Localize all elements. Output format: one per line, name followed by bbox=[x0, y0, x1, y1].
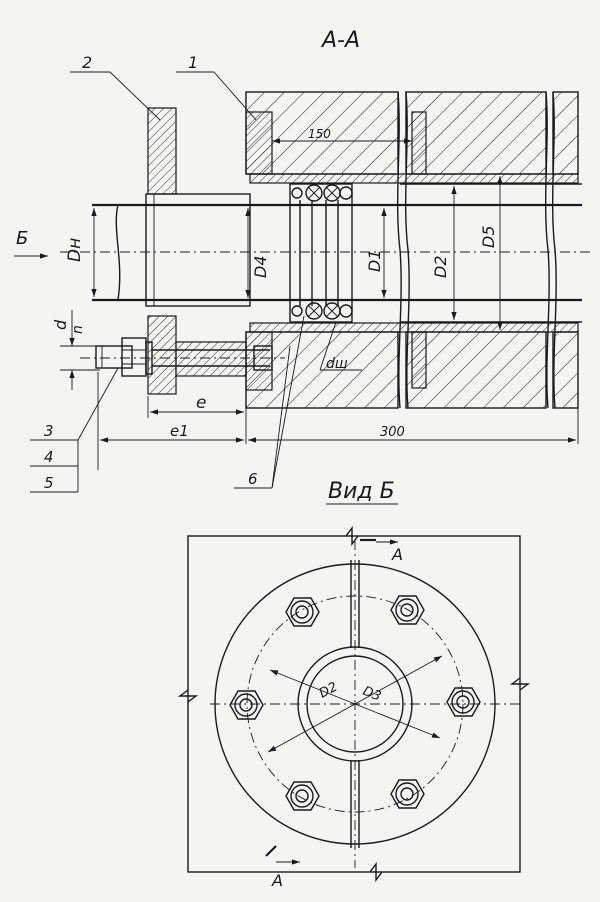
plate-break-top bbox=[345, 525, 359, 547]
seal-rings-bottom bbox=[291, 302, 353, 320]
bolt-nut-3 bbox=[229, 690, 264, 720]
dim-d3-view-label: D3 bbox=[361, 684, 384, 705]
dim-d2-view-label: D2 bbox=[317, 680, 340, 702]
plate-break-bottom bbox=[369, 861, 383, 883]
bolt-nut-4 bbox=[446, 687, 481, 717]
callout-4: 4 bbox=[44, 448, 54, 466]
bolt-nut-5 bbox=[285, 781, 320, 811]
callout-5: 5 bbox=[44, 474, 54, 492]
break-line-3 bbox=[544, 91, 550, 409]
section-title: A-A bbox=[320, 28, 360, 53]
dim-d3-view-line bbox=[269, 669, 441, 739]
dim-dn-label: Dн bbox=[65, 238, 85, 262]
wall-block-upper-mid bbox=[405, 91, 547, 175]
seal-rings-top bbox=[291, 184, 353, 202]
dim-dsh-label: dш bbox=[326, 356, 348, 372]
callout-1: 1 bbox=[188, 53, 198, 72]
seal-packing bbox=[289, 183, 353, 323]
dim-dsh-leader bbox=[319, 321, 337, 371]
wall-flange-top bbox=[245, 111, 273, 175]
dim-150-label: 150 bbox=[308, 127, 331, 141]
bolt-nut-6 bbox=[390, 779, 425, 809]
dim-d-label: d bbox=[51, 319, 70, 330]
dim-e1-label: e1 bbox=[170, 422, 189, 440]
break-line-4 bbox=[551, 91, 557, 409]
dim-e-label: e bbox=[196, 393, 206, 413]
dim-d5-label: D5 bbox=[479, 226, 498, 249]
sleeve-wall-bottom bbox=[249, 322, 579, 333]
dim-n-label: n bbox=[70, 325, 86, 334]
bolt-nut-2 bbox=[390, 595, 425, 625]
plate-break-right bbox=[509, 677, 531, 691]
section-mark-bottom bbox=[265, 845, 277, 857]
wall-block-lower-mid bbox=[405, 331, 547, 409]
wall-block-upper-right bbox=[552, 91, 579, 175]
view-title: Вид Б bbox=[328, 479, 395, 504]
wall-flange-bottom bbox=[245, 331, 273, 391]
callout-1-leader bbox=[213, 71, 257, 121]
callout-6: 6 bbox=[248, 470, 258, 488]
wall-block-lower-right bbox=[552, 331, 579, 409]
section-marker-bottom: A bbox=[271, 871, 283, 890]
stud-bolt bbox=[80, 337, 285, 377]
view-b: Вид Б D2 D3 bbox=[177, 479, 531, 890]
view-marker: Б bbox=[16, 228, 28, 249]
callout-6-leader-1 bbox=[271, 315, 305, 489]
press-sleeve bbox=[145, 193, 251, 307]
callout-2-leader bbox=[109, 71, 161, 121]
callout-3: 3 bbox=[44, 422, 54, 440]
inner-flange-bottom bbox=[411, 331, 427, 389]
dim-d2-label: D2 bbox=[431, 256, 450, 279]
dim-d4-label: D4 bbox=[251, 256, 270, 279]
section-a-a: A-A bbox=[14, 28, 590, 493]
dim-300-label: 300 bbox=[380, 425, 405, 440]
section-marker-top: A bbox=[391, 545, 403, 564]
callout-2: 2 bbox=[82, 53, 92, 72]
callout-345-leader bbox=[77, 367, 119, 441]
sleeve-wall-top bbox=[249, 173, 579, 184]
movable-flange-top bbox=[147, 107, 177, 195]
inner-flange-top bbox=[411, 111, 427, 175]
plate-break-left bbox=[177, 689, 199, 703]
bolt-nut-1 bbox=[285, 597, 320, 627]
pipe-break-left bbox=[115, 204, 121, 301]
callout-6-leader-2 bbox=[271, 345, 291, 489]
dim-d1-label: D1 bbox=[365, 250, 384, 273]
